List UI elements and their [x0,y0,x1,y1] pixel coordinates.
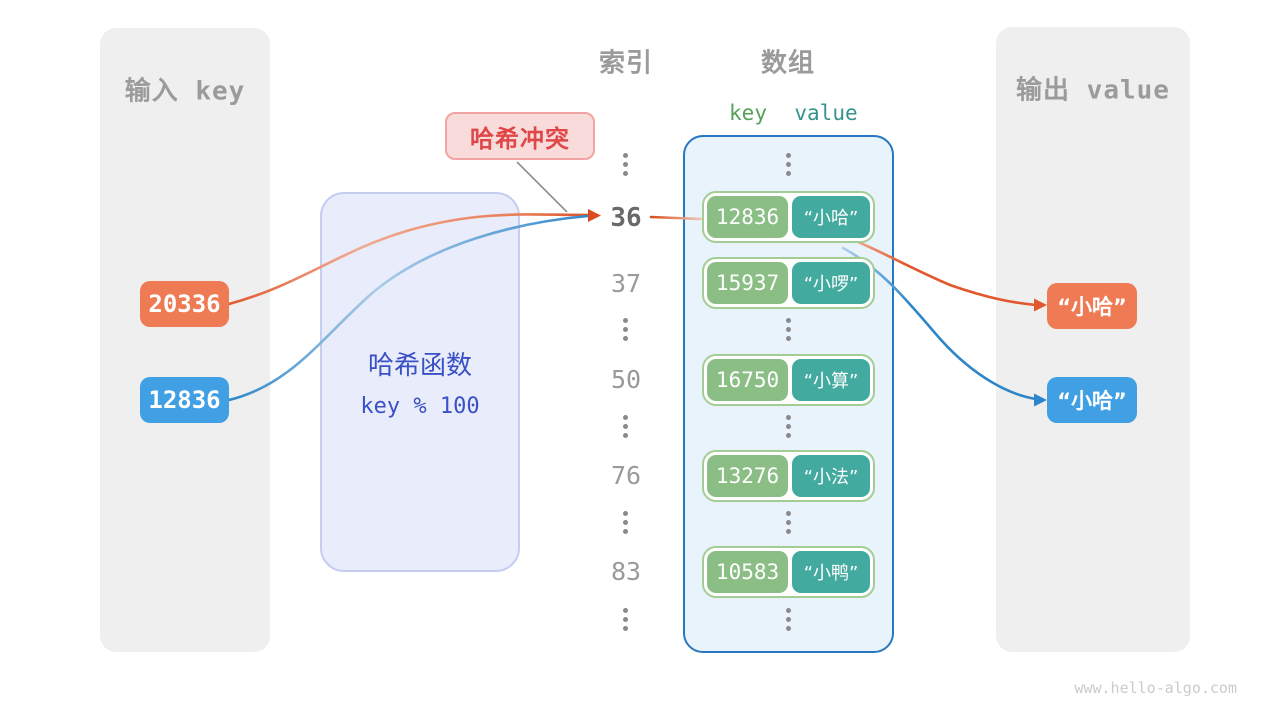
index-value-50: 50 [610,365,642,394]
index-value-76: 76 [610,461,642,490]
ellipsis-dots [623,617,628,622]
hash-function-formula: key % 100 [360,394,480,419]
ellipsis-dots [786,520,791,525]
index-value-36: 36 [610,203,642,233]
array-row: 15937 “小啰” [702,257,875,309]
hash-function-title: 哈希函数 [367,351,472,381]
array-row: 16750 “小算” [702,354,875,406]
index-value-37: 37 [610,269,642,298]
array-row-value: “小啰” [792,262,870,304]
input-panel: 输入 key [100,28,270,652]
array-row-key: 12836 [707,196,789,238]
ellipsis-dots [623,520,628,525]
ellipsis-dots [786,424,791,429]
array-row-value: “小鸭” [792,551,870,593]
ellipsis-dots [786,162,791,167]
input-key-20336: 20336 [140,281,229,327]
array-row-value: “小法” [792,455,870,497]
array-row-value: “小算” [792,359,870,401]
input-key-12836: 12836 [140,377,229,423]
ellipsis-dots [623,327,628,332]
index-value-83: 83 [610,557,642,586]
array-row-key: 15937 [707,262,789,304]
output-panel-title: 输出 value [1016,75,1170,106]
array-row: 12836 “小哈” [702,191,875,243]
array-column-title: 数组 [760,48,815,79]
array-row-key: 13276 [707,455,789,497]
array-row: 10583 “小鸭” [702,546,875,598]
array-row: 13276 “小法” [702,450,875,502]
array-row-key: 10583 [707,551,789,593]
output-value-2: “小哈” [1047,377,1137,423]
array-key-header: key [729,101,767,125]
output-panel: 输出 value [996,27,1190,652]
ellipsis-dots [623,424,628,429]
collision-callout-line [516,161,568,213]
output-value-1: “小哈” [1047,283,1137,329]
ellipsis-dots [623,162,628,167]
hash-function-box [320,192,520,572]
input-panel-title: 输入 key [124,76,246,107]
array-row-key: 16750 [707,359,789,401]
ellipsis-dots [786,617,791,622]
array-row-value: “小哈” [792,196,870,238]
index-column-title: 索引 [598,48,653,79]
ellipsis-dots [786,327,791,332]
hash-collision-label: 哈希冲突 [445,112,595,160]
watermark: www.hello-algo.com [1074,679,1237,697]
array-value-header: value [794,101,858,125]
